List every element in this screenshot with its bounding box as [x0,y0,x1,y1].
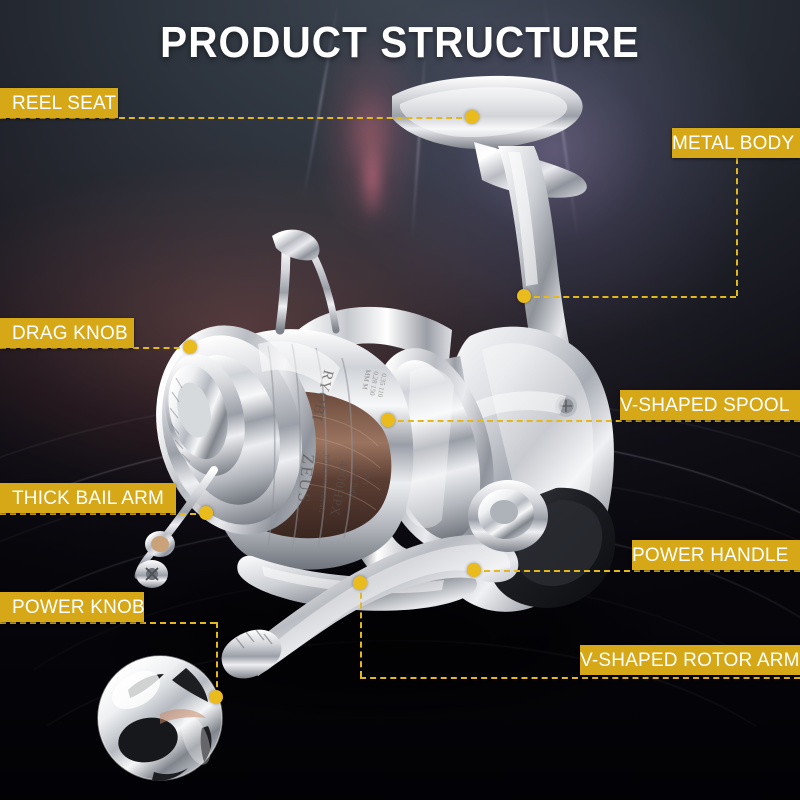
callout-label-v-shaped-spool[interactable]: V-SHAPED SPOOL [620,390,800,420]
callout-dot-thick-bail-arm [199,506,213,520]
leader-line-power-knob [0,622,216,624]
leader-line-vertical-power-knob [216,622,218,697]
callout-dot-metal-body [517,289,531,303]
callout-label-text: V-SHAPED SPOOL [620,394,790,416]
callout-label-text: POWER KNOB [12,596,145,618]
leader-line-v-shaped-rotor-arm [360,677,800,679]
callout-label-power-knob[interactable]: POWER KNOB [0,592,145,622]
leader-line-v-shaped-spool [388,420,800,422]
callout-label-drag-knob[interactable]: DRAG KNOB [0,318,134,348]
callout-label-text: THICK BAIL ARM [12,487,165,509]
leader-line-drag-knob [0,347,190,349]
callout-label-reel-seat[interactable]: REEL SEAT [0,88,118,118]
background-red-flare-core [352,120,392,240]
leader-line-thick-bail-arm [0,513,206,515]
callout-dot-reel-seat [465,110,479,124]
leader-line-metal-body [524,296,736,298]
leader-line-vertical-metal-body [736,158,738,296]
callout-label-text: V-SHAPED ROTOR ARM [580,649,800,671]
bail-arm-roller [136,531,175,588]
leader-line-vertical-v-shaped-rotor-arm [360,583,362,677]
callout-label-text: REEL SEAT [12,92,117,114]
power-knob [97,629,282,781]
callout-dot-drag-knob [183,340,197,354]
reel-seat-assembly [392,75,587,362]
callout-dot-power-handle [467,563,481,577]
callout-label-metal-body[interactable]: METAL BODY [672,128,800,158]
leader-line-reel-seat [0,117,472,119]
v-shaped-spool [156,325,414,570]
callout-label-text: METAL BODY [672,132,795,154]
callout-dot-v-shaped-rotor-arm [353,576,367,590]
power-handle [240,480,548,676]
leader-line-power-handle [474,570,800,572]
callout-label-thick-bail-arm[interactable]: THICK BAIL ARM [0,483,176,513]
callout-dot-v-shaped-spool [381,413,395,427]
callout-label-v-shaped-rotor-arm[interactable]: V-SHAPED ROTOR ARM [580,645,800,675]
callout-label-power-handle[interactable]: POWER HANDLE [632,540,800,570]
callout-dot-power-knob [209,690,223,704]
page-title: PRODUCT STRUCTURE [160,18,640,67]
callout-label-text: DRAG KNOB [12,322,128,344]
callout-label-text: POWER HANDLE [632,544,789,566]
